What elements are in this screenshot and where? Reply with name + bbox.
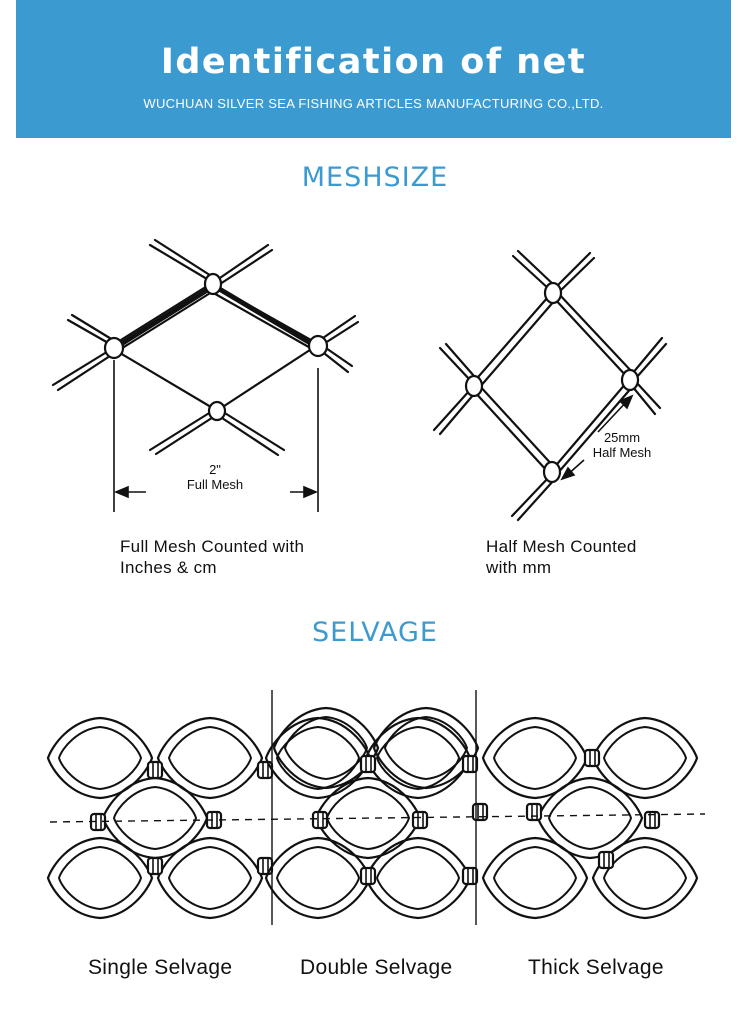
full-mesh-knot xyxy=(103,336,125,360)
half-mesh-caption: Half Mesh Counted with mm xyxy=(486,536,637,578)
selvage-heading: SELVAGE xyxy=(312,617,438,648)
mesh-cell xyxy=(264,836,372,920)
half-mesh-arrow xyxy=(618,394,634,410)
half-mesh-twine xyxy=(551,251,596,296)
half-mesh-twine xyxy=(432,388,476,436)
half-mesh-value: 25mm xyxy=(603,430,641,445)
full-mesh-twine xyxy=(208,289,316,352)
meshsize-heading: MESHSIZE xyxy=(301,162,449,193)
company-name: WUCHUAN SILVER SEA FISHING ARTICLES MANU… xyxy=(143,96,604,111)
mesh-knot xyxy=(146,760,164,780)
page-title: Identification of net xyxy=(160,42,587,82)
half-mesh-twine xyxy=(551,291,636,380)
selvage-centerline xyxy=(49,813,706,823)
full-mesh-twine xyxy=(111,281,214,347)
mesh-knot xyxy=(411,810,429,830)
full-mesh-value: 2" xyxy=(209,462,221,477)
thick-selvage-net xyxy=(471,716,699,920)
mesh-cell xyxy=(364,836,472,920)
half-mesh-twine xyxy=(630,380,662,416)
full-mesh-twine xyxy=(148,238,218,284)
half-mesh-arrow xyxy=(560,466,576,481)
mesh-knot xyxy=(311,810,329,830)
half-mesh-twine xyxy=(630,336,668,380)
full-mesh-caption-line2: Inches & cm xyxy=(120,558,217,577)
mesh-cell xyxy=(46,716,154,800)
mesh-knot xyxy=(597,850,615,870)
mesh-cell xyxy=(101,776,209,860)
full-mesh-twine xyxy=(318,314,360,347)
half-mesh-caption-line2: with mm xyxy=(486,558,552,577)
half-mesh-dimension: 25mm Half Mesh xyxy=(582,430,662,460)
full-mesh-caption-line1: Full Mesh Counted with xyxy=(120,537,305,556)
full-mesh-twine xyxy=(212,243,274,288)
half-mesh-twine xyxy=(470,382,557,474)
half-mesh-knot xyxy=(543,281,563,305)
double-selvage-net xyxy=(264,706,480,920)
half-mesh-twine xyxy=(510,474,556,522)
full-mesh-twine xyxy=(51,348,115,392)
full-mesh-highlight xyxy=(213,284,315,347)
single-selvage-label: Single Selvage xyxy=(88,956,233,979)
full-mesh-twine xyxy=(66,313,115,346)
dimension-arrow xyxy=(303,485,319,499)
full-mesh-twine xyxy=(214,408,286,457)
full-mesh-knot xyxy=(307,334,329,358)
mesh-knot xyxy=(461,866,479,886)
double-selvage-label: Double Selvage xyxy=(300,956,453,979)
full-mesh-highlight xyxy=(115,284,215,349)
half-mesh-twine xyxy=(470,295,557,390)
mesh-cell xyxy=(591,716,699,800)
dimension-arrow xyxy=(113,485,129,499)
mesh-cell xyxy=(481,716,589,800)
thick-selvage-label: Thick Selvage xyxy=(528,956,664,979)
mesh-cell xyxy=(46,836,154,920)
half-mesh-twine xyxy=(511,249,557,292)
full-mesh-twine xyxy=(216,344,318,412)
half-mesh-name: Half Mesh xyxy=(592,445,652,460)
full-mesh-twine xyxy=(113,348,218,412)
mesh-cell xyxy=(536,776,644,860)
mesh-knot xyxy=(359,866,377,886)
mesh-knot xyxy=(146,856,164,876)
single-selvage-net xyxy=(46,716,274,920)
half-mesh-twine xyxy=(438,342,476,382)
full-mesh-knot xyxy=(203,272,223,296)
half-mesh-knot xyxy=(464,374,484,398)
full-mesh-knot xyxy=(207,400,227,422)
half-mesh-caption-line1: Half Mesh Counted xyxy=(486,537,637,556)
half-mesh-knot xyxy=(620,368,640,392)
full-mesh-twine xyxy=(114,288,217,354)
mesh-cell xyxy=(481,836,589,920)
full-mesh-name: Full Mesh xyxy=(186,477,244,492)
mesh-cell xyxy=(591,836,699,920)
full-mesh-twine xyxy=(148,408,220,456)
full-mesh-dimension: 2" Full Mesh xyxy=(180,462,250,492)
mesh-knot xyxy=(461,754,479,774)
mesh-knot xyxy=(525,802,543,822)
mesh-knot xyxy=(471,802,489,822)
mesh-knot xyxy=(359,754,377,774)
half-mesh-knot xyxy=(542,460,562,484)
mesh-knot xyxy=(583,748,601,768)
mesh-cell xyxy=(156,716,264,800)
full-mesh-caption: Full Mesh Counted with Inches & cm xyxy=(120,536,304,578)
header-banner: Identification of net WUCHUAN SILVER SEA… xyxy=(16,0,731,138)
mesh-cell xyxy=(156,836,264,920)
